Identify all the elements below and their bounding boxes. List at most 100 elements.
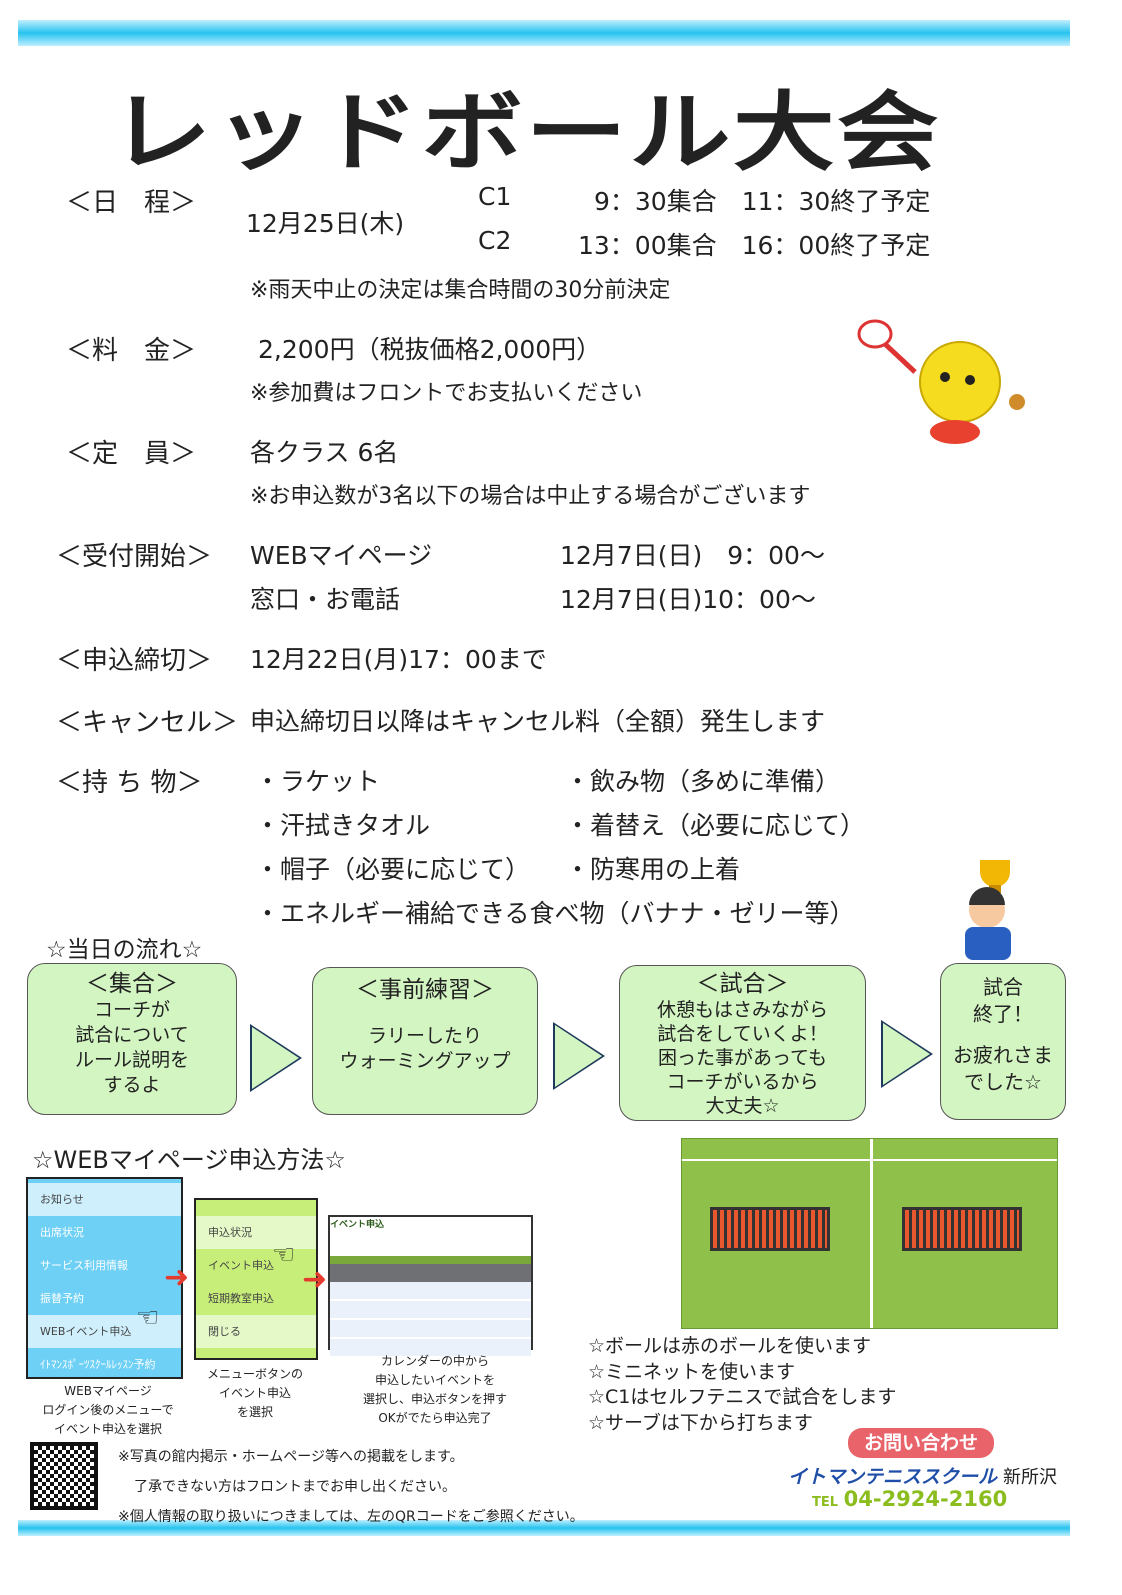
item: ・着替え（必要に応じて）: [565, 811, 866, 840]
arrow-right-icon: ➜: [164, 1260, 190, 1295]
item: ・防寒用の上着: [565, 855, 741, 884]
caption-line: イベント申込を選択: [53, 1422, 162, 1436]
step-text: 試合について: [75, 1024, 189, 1046]
step-text: するよ: [103, 1074, 161, 1096]
flow-step-match: ＜試合＞ 休憩もはさみながら 試合をしていくよ！ 困った事があっても コーチがい…: [619, 965, 866, 1121]
step-heading: 試合: [983, 975, 1023, 999]
item: ・汗拭きタオル: [255, 811, 431, 840]
item: ・飲み物（多めに準備）: [565, 767, 841, 796]
caption-line: ログイン後のメニューで: [42, 1403, 174, 1417]
caption-line: OKがでたら申込完了: [378, 1411, 492, 1425]
capacity-note: ※お申込数が3名以下の場合は中止する場合がございます: [250, 484, 811, 509]
calendar-title: イベント申込: [330, 1220, 385, 1230]
c1-time: 9：30集合 11：30終了予定: [594, 187, 931, 216]
step-text: 大丈夫☆: [705, 1095, 780, 1117]
step-text: ルール説明を: [74, 1049, 189, 1071]
school-name: イトマンテニススクール: [788, 1466, 998, 1488]
branch-name: 新所沢: [1003, 1467, 1058, 1488]
reception-counter: 窓口・お電話: [250, 585, 401, 614]
capacity-label: ＜定 員＞: [66, 439, 197, 469]
arrow-right-icon: ➜: [302, 1262, 328, 1297]
caption-line: メニューボタンの: [206, 1367, 303, 1381]
web-guide-title: ☆WEBマイページ申込方法☆: [32, 1146, 346, 1174]
step-text: ウォーミングアップ: [339, 1050, 511, 1072]
c2-time: 13：00集合 16：00終了予定: [578, 231, 931, 260]
rule: ☆ミニネットを使います: [588, 1360, 796, 1383]
rule: ☆C1はセルフテニスで試合をします: [588, 1386, 897, 1408]
privacy-qr-code[interactable]: [30, 1442, 98, 1510]
schedule-label: ＜日 程＞: [66, 188, 197, 218]
step-text: 終了！: [973, 1002, 1033, 1026]
step-heading: ＜集合＞: [86, 971, 178, 997]
reception-web-time: 12月7日(日) 9：00～: [560, 541, 825, 570]
menu-item: WEBイベント申込: [28, 1315, 181, 1348]
tel-number: 04-2924-2160: [843, 1487, 1008, 1511]
step-text: お疲れさま: [953, 1043, 1053, 1067]
item: ・帽子（必要に応じて）: [255, 855, 531, 884]
menu-item: 出席状況: [40, 1226, 84, 1239]
flow-step-gather: ＜集合＞ コーチが 試合について ルール説明を するよ: [27, 963, 237, 1115]
fee-label: ＜料 金＞: [66, 336, 197, 366]
step-text: コーチがいるから: [666, 1071, 819, 1093]
event-menu-screenshot: 申込状況 イベント申込 短期教室申込 閉じる: [194, 1198, 318, 1360]
tennis-court-illustration: [681, 1138, 1058, 1329]
menu-item: 短期教室申込: [208, 1292, 274, 1305]
deadline-label: ＜申込締切＞: [56, 646, 213, 676]
step-heading: ＜試合＞: [696, 971, 789, 997]
menu-item: サービス利用情報: [40, 1259, 128, 1272]
rules-list: ☆ボールは赤のボールを使います ☆ミニネットを使います ☆C1はセルフテニスで試…: [588, 1334, 896, 1436]
menu-item: 申込状況: [196, 1216, 316, 1249]
page-title: レッドボール大会: [110, 83, 941, 183]
rule: ☆サーブは下から打ちます: [588, 1411, 813, 1434]
pointing-hand-icon: ☜: [136, 1303, 160, 1333]
menu-item: 閉じる: [196, 1315, 316, 1348]
reception-counter-time: 12月7日(日)10：00～: [560, 585, 816, 614]
trophy-kid-illustration: [955, 855, 1035, 960]
caption-line: 選択し、申込ボタンを押す: [362, 1392, 507, 1406]
step-heading: ＜事前練習＞: [356, 977, 494, 1003]
flow-step-finish: 試合 終了！ お疲れさま でした☆: [940, 963, 1066, 1120]
caption-line: カレンダーの中から: [380, 1354, 489, 1368]
step-text: でした☆: [964, 1070, 1042, 1094]
contact-badge: お問い合わせ: [848, 1428, 994, 1458]
pointing-hand-icon: ☜: [272, 1240, 296, 1270]
reception-web: WEBマイページ: [250, 541, 433, 570]
caption-line: イベント申込: [218, 1386, 291, 1400]
menu-item: ｲﾄﾏﾝｽﾎﾟｰﾂｽｸｰﾙﾚｯｽﾝ予約: [40, 1358, 156, 1371]
arrow-right-icon: [553, 1022, 605, 1090]
flow-step-warmup: ＜事前練習＞ ラリーしたり ウォーミングアップ: [312, 967, 538, 1115]
rule: ☆ボールは赤のボールを使います: [588, 1335, 872, 1357]
step-text: ラリーしたり: [367, 1025, 482, 1047]
fee-value: 2,200円（税抜価格2,000円）: [258, 335, 602, 364]
notes: ※写真の館内掲示・ホームページ等への掲載をします。 了承できない方はフロントまで…: [118, 1442, 584, 1532]
menu-item: 振替予約: [40, 1292, 84, 1305]
mypage-menu-screenshot: お知らせ 出席状況 サービス利用情報 振替予約 WEBイベント申込 ｲﾄﾏﾝｽﾎ…: [26, 1177, 183, 1379]
fee-note: ※参加費はフロントでお支払いください: [250, 381, 643, 406]
step2-caption: メニューボタンのイベント申込を選択: [190, 1365, 320, 1422]
bottom-border: [18, 1520, 1070, 1536]
class-c2: C2: [478, 226, 512, 255]
mini-net-icon: [710, 1207, 830, 1251]
top-border: [18, 20, 1070, 46]
contact-tel: TEL 04-2924-2160: [812, 1487, 1007, 1511]
items-label: ＜持 ち 物＞: [56, 768, 203, 798]
step-text: 試合をしていくよ！: [657, 1023, 828, 1045]
contact-school-line: イトマンテニススクール 新所沢: [788, 1462, 1057, 1489]
class-c1: C1: [478, 182, 512, 211]
arrow-right-icon: [250, 1024, 302, 1092]
menu-item: イベント申込: [208, 1259, 274, 1272]
tennis-ball-mascot-illustration: [845, 312, 1025, 452]
arrow-right-icon: [881, 1020, 933, 1088]
calendar-screenshot: イベント申込: [328, 1215, 533, 1357]
step-text: コーチが: [93, 999, 170, 1021]
rain-note: ※雨天中止の決定は集合時間の30分前決定: [250, 278, 671, 303]
reception-label: ＜受付開始＞: [56, 542, 213, 572]
cancel-value: 申込締切日以降はキャンセル料（全額）発生します: [250, 707, 826, 736]
menu-item: お知らせ: [28, 1183, 181, 1216]
flow-title: ☆当日の流れ☆: [46, 937, 203, 963]
step-text: 休憩もはさみながら: [656, 999, 828, 1021]
schedule-date: 12月25日(木): [246, 209, 405, 238]
mini-net-icon: [902, 1207, 1022, 1251]
cancel-label: ＜キャンセル＞: [56, 708, 239, 738]
